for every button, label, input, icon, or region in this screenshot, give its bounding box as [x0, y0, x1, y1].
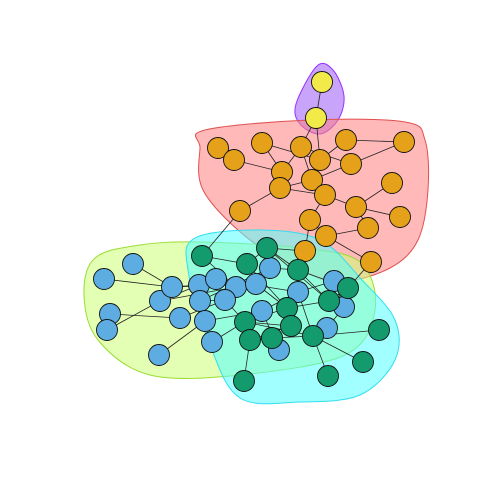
graph-edge [109, 313, 181, 319]
graph-node-orange [301, 169, 323, 191]
graph-node-blue [149, 290, 171, 312]
graph-node-blue [93, 268, 115, 290]
graph-node-orange [340, 153, 362, 175]
graph-node-orange [269, 177, 291, 199]
graph-node-blue [189, 290, 211, 312]
graph-node-blue [287, 281, 309, 303]
graph-node-green [280, 315, 302, 337]
graph-node-green [256, 237, 278, 259]
graph-node-green [239, 329, 261, 351]
graph-node-blue [245, 273, 267, 295]
graph-node-orange [335, 129, 357, 151]
graph-edge [103, 278, 173, 288]
graph-node-green [352, 351, 374, 373]
graph-node-orange [294, 240, 316, 262]
graph-node-green [236, 253, 258, 275]
graph-node-blue [251, 300, 273, 322]
graph-node-orange [229, 200, 251, 222]
graph-node-green [233, 370, 255, 392]
graph-node-blue [194, 310, 216, 332]
graph-node-blue [259, 257, 281, 279]
graph-node-yellow [311, 71, 333, 93]
graph-node-orange [381, 172, 403, 194]
graph-node-blue [148, 344, 170, 366]
graph-node-orange [309, 149, 331, 171]
graph-node-green [317, 365, 339, 387]
graph-node-orange [251, 132, 273, 154]
graph-node-green [276, 297, 298, 319]
graph-node-blue [122, 253, 144, 275]
graph-node-orange [299, 209, 321, 231]
graph-node-green [287, 259, 309, 281]
graph-node-orange [360, 251, 382, 273]
graph-node-orange [345, 196, 367, 218]
graph-node-green [337, 277, 359, 299]
graph-node-blue [169, 307, 191, 329]
graph-node-blue [214, 289, 236, 311]
graph-node-green [261, 327, 283, 349]
graph-node-orange [290, 136, 312, 158]
graph-node-green [318, 290, 340, 312]
graph-node-blue [201, 331, 223, 353]
graph-node-yellow [305, 107, 327, 129]
graph-node-orange [314, 184, 336, 206]
graph-nodes [93, 71, 415, 392]
graph-node-green [368, 319, 390, 341]
graph-node-green [302, 325, 324, 347]
graph-node-blue [96, 319, 118, 341]
graph-node-orange [315, 225, 337, 247]
graph-node-orange [389, 206, 411, 228]
graph-node-orange [223, 149, 245, 171]
graph-node-blue [161, 276, 183, 298]
graph-node-blue [205, 268, 227, 290]
graph-edge [244, 321, 314, 337]
graph-node-orange [393, 131, 415, 153]
graph-node-orange [357, 217, 379, 239]
graph-node-orange [207, 137, 229, 159]
graph-node-green [191, 245, 213, 267]
